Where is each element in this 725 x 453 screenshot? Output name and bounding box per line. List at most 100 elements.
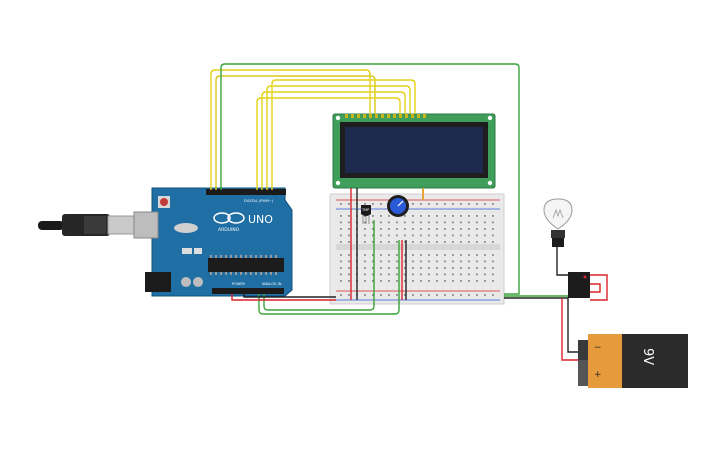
breadboard-hole [460, 215, 462, 217]
power-wires [231, 188, 424, 301]
breadboard-hole [388, 228, 390, 230]
breadboard-hole [364, 221, 366, 224]
breadboard-hole [436, 267, 438, 269]
breadboard-hole [396, 221, 398, 224]
breadboard-hole [492, 273, 494, 276]
breadboard-hole [484, 228, 486, 230]
breadboard-hole [348, 241, 350, 243]
breadboard-hole [404, 267, 406, 269]
battery-voltage-label: 9V [640, 348, 655, 365]
breadboard-hole [492, 267, 494, 269]
breadboard-hole [364, 280, 366, 282]
breadboard-hole [372, 228, 374, 230]
breadboard-hole [412, 254, 414, 256]
breadboard-hole [396, 273, 398, 276]
breadboard-hole [428, 254, 430, 256]
breadboard-hole [364, 241, 366, 243]
breadboard-hole [396, 260, 398, 263]
breadboard-hole [380, 267, 382, 269]
breadboard-hole [436, 234, 438, 237]
breadboard-hole [460, 254, 462, 256]
breadboard-hole [388, 260, 390, 263]
breadboard-hole [444, 215, 446, 217]
crystal [174, 223, 198, 233]
breadboard-hole [484, 254, 486, 256]
breadboard-hole [444, 241, 446, 243]
breadboard-hole [444, 221, 446, 224]
battery-plus-label: + [594, 370, 602, 380]
breadboard-hole [444, 228, 446, 230]
breadboard-hole [372, 234, 374, 237]
breadboard-hole [420, 254, 422, 256]
breadboard-hole [380, 228, 382, 230]
breadboard-hole [468, 273, 470, 276]
breadboard-hole [420, 228, 422, 230]
breadboard-hole [428, 228, 430, 230]
breadboard-hole [396, 241, 398, 243]
breadboard-hole [444, 280, 446, 282]
breadboard-hole [428, 234, 430, 237]
breadboard-hole [396, 228, 398, 230]
breadboard-hole [380, 234, 382, 237]
breadboard-hole [396, 280, 398, 282]
breadboard-hole [484, 260, 486, 263]
breadboard-hole [388, 221, 390, 224]
digital-header [206, 189, 286, 195]
breadboard-hole [340, 280, 342, 282]
breadboard-hole [460, 267, 462, 269]
breadboard-hole [468, 228, 470, 230]
breadboard-hole [412, 267, 414, 269]
breadboard-hole [436, 215, 438, 217]
breadboard-hole [452, 228, 454, 230]
breadboard-hole [364, 260, 366, 263]
breadboard-hole [460, 228, 462, 230]
green-wires [220, 63, 520, 315]
breadboard-hole [404, 273, 406, 276]
breadboard-hole [412, 280, 414, 282]
breadboard-hole [372, 241, 374, 243]
battery-9v: − + 9V [578, 334, 688, 388]
breadboard-hole [380, 221, 382, 224]
breadboard-hole [476, 234, 478, 237]
power-label: POWER [232, 282, 246, 286]
breadboard-hole [436, 221, 438, 224]
breadboard-hole [468, 280, 470, 282]
breadboard-hole [428, 241, 430, 243]
breadboard-hole [468, 215, 470, 217]
breadboard-hole [444, 254, 446, 256]
breadboard-hole [452, 215, 454, 217]
breadboard-hole [420, 241, 422, 243]
breadboard-hole [460, 221, 462, 224]
breadboard-hole [380, 273, 382, 276]
breadboard-hole [452, 267, 454, 269]
breadboard-hole [380, 260, 382, 263]
breadboard-hole [444, 234, 446, 237]
breadboard-hole [380, 241, 382, 243]
breadboard-hole [476, 221, 478, 224]
breadboard-hole [372, 254, 374, 256]
breadboard-hole [468, 254, 470, 256]
breadboard-hole [420, 260, 422, 263]
breadboard-hole [340, 241, 342, 243]
breadboard-hole [340, 221, 342, 224]
breadboard-hole [380, 280, 382, 282]
breadboard-hole [476, 241, 478, 243]
breadboard-hole [484, 221, 486, 224]
breadboard-hole [436, 254, 438, 256]
breadboard-hole [364, 234, 366, 237]
breadboard-hole [492, 221, 494, 224]
breadboard-hole [380, 215, 382, 217]
breadboard-hole [484, 273, 486, 276]
breadboard-hole [484, 234, 486, 237]
breadboard-hole [468, 267, 470, 269]
breadboard-hole [388, 215, 390, 217]
breadboard-hole [436, 241, 438, 243]
breadboard-hole [460, 260, 462, 263]
breadboard-hole [348, 280, 350, 282]
breadboard-hole [372, 215, 374, 217]
breadboard [329, 193, 505, 305]
breadboard-hole [388, 241, 390, 243]
breadboard-hole [404, 241, 406, 243]
breadboard-hole [468, 221, 470, 224]
